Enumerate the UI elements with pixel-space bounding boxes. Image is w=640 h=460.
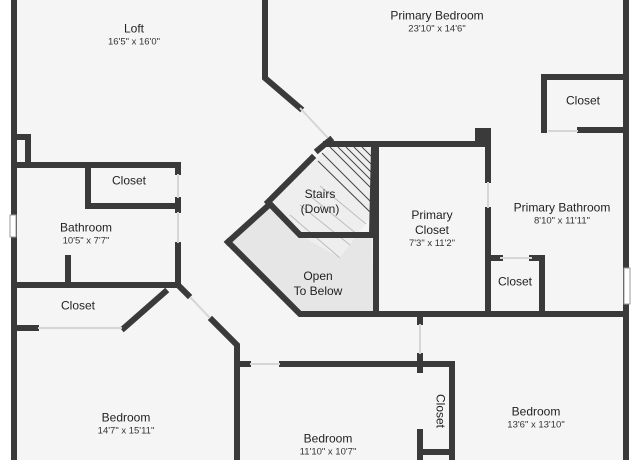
- room-name: Closet: [565, 93, 601, 108]
- room-bedroom-middle: Bedroom 11'10" x 10'7": [300, 432, 357, 459]
- room-name: Primary Bathroom: [513, 200, 611, 215]
- room-name: Bedroom: [511, 404, 561, 419]
- room-name: Loft: [123, 21, 145, 36]
- room-dimensions: 13'6" x 13'10": [507, 419, 565, 431]
- room-bathroom: Bathroom 10'5" x 7'7": [60, 221, 112, 248]
- room-name-line2: To Below: [293, 284, 343, 298]
- room-stairs: Stairs (Down): [301, 187, 340, 217]
- room-primary-bathroom: Primary Bathroom 8'10" x 11'11": [514, 201, 611, 228]
- room-name: Closet: [111, 173, 147, 188]
- room-name: Closet: [497, 274, 533, 289]
- room-name: Primary Bedroom: [390, 8, 484, 23]
- room-dimensions: 10'5" x 7'7": [62, 235, 110, 247]
- room-closet-vertical: Closet: [433, 394, 448, 428]
- room-name: Bedroom: [303, 431, 353, 446]
- openings: [38, 107, 578, 365]
- room-open-to-below: Open To Below: [294, 269, 343, 299]
- open-to-below-area: [228, 205, 374, 314]
- room-closet-bath-top: Closet: [112, 174, 146, 189]
- room-closet-left: Closet: [61, 299, 95, 314]
- windows: [9, 214, 631, 305]
- room-closet-primary-bath: Closet: [498, 275, 532, 290]
- room-dimensions: 7'3" x 11'2": [408, 238, 456, 250]
- stair-area: [268, 147, 374, 258]
- room-name-line2: Closet: [414, 223, 449, 238]
- room-primary-closet: Primary Closet 7'3" x 11'2": [409, 208, 455, 250]
- stair-hatch: [317, 146, 375, 213]
- room-dimensions: 11'10" x 10'7": [299, 446, 357, 458]
- room-loft: Loft 16'5" x 16'0": [108, 22, 160, 49]
- room-name-line1: Open: [303, 269, 333, 283]
- room-name: Closet: [60, 298, 96, 313]
- room-dimensions: 14'7" x 15'11": [97, 425, 155, 437]
- room-bedroom-left: Bedroom 14'7" x 15'11": [98, 411, 155, 438]
- room-primary-bedroom: Primary Bedroom 23'10" x 14'6": [390, 9, 483, 36]
- room-name-line1: Stairs: [304, 187, 336, 201]
- room-dimensions: 23'10" x 14'6": [408, 23, 466, 35]
- room-name: Bedroom: [101, 410, 151, 425]
- room-dimensions: 8'10" x 11'11": [534, 215, 590, 227]
- room-name: Closet: [433, 393, 448, 429]
- room-name-line1: Primary: [411, 208, 453, 223]
- room-name-line2: (Down): [300, 202, 340, 216]
- walls: [11, 0, 629, 460]
- room-bedroom-right: Bedroom 13'6" x 13'10": [507, 405, 564, 432]
- room-name: Bathroom: [59, 220, 113, 235]
- room-dimensions: 16'5" x 16'0": [107, 36, 161, 48]
- room-closet-top-right: Closet: [566, 94, 600, 109]
